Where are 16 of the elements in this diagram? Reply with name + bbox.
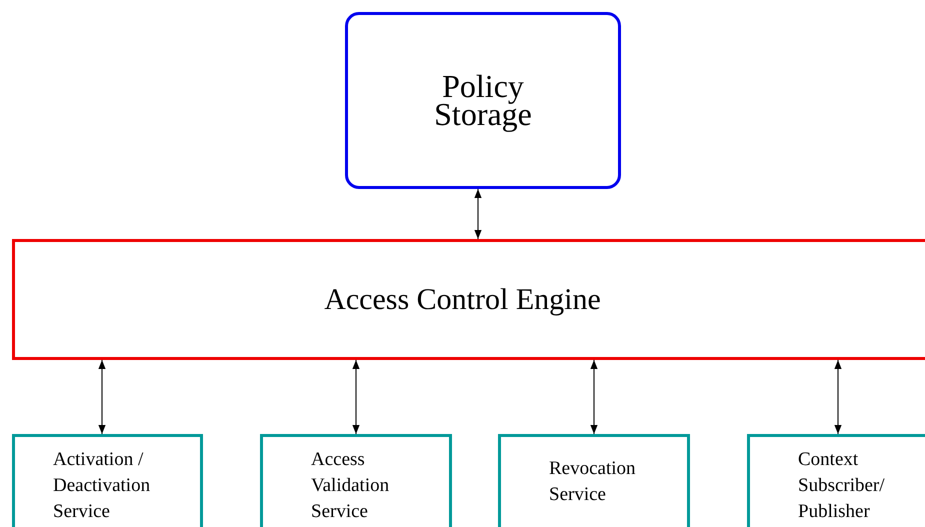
node-label: Activation / Deactivation Service — [53, 448, 152, 524]
node-label: Revocation Service — [549, 457, 637, 508]
double-arrow — [98, 360, 106, 434]
service-box — [12, 434, 203, 527]
service-box — [498, 434, 690, 527]
engine-box — [12, 239, 925, 360]
double-arrow — [834, 360, 842, 434]
node-label: Context Subscriber/ Publisher — [798, 448, 886, 524]
storage-box — [345, 12, 621, 189]
service-box — [260, 434, 452, 527]
double-arrow — [590, 360, 598, 434]
double-arrow — [474, 188, 482, 240]
service-box — [747, 434, 925, 527]
double-arrow — [352, 360, 360, 434]
node-label: Access Validation Service — [311, 448, 390, 524]
node-label: Access Control Engine — [323, 283, 602, 316]
